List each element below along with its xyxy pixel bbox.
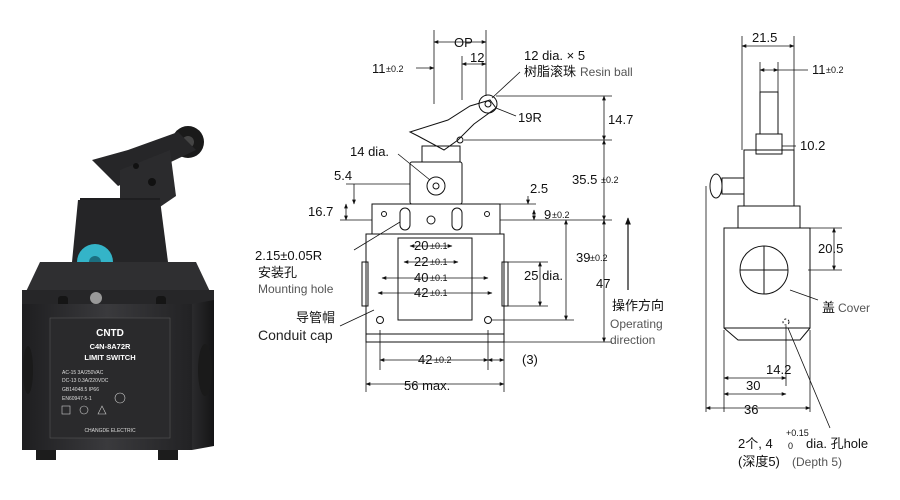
front-view bbox=[339, 30, 631, 392]
hole-cn: 安装孔 bbox=[258, 265, 297, 280]
tol-22: ±0.1 bbox=[430, 257, 447, 267]
mounting-hole-right bbox=[484, 316, 492, 324]
side-body bbox=[723, 227, 811, 329]
dir-cn: 操作方向 bbox=[612, 298, 664, 313]
depth-cn: (深度5) bbox=[738, 454, 780, 469]
product-photo: CNTD C4N-8A72R LIMIT SWITCH AC-15 3A/250… bbox=[22, 126, 214, 460]
spec-line-4: EN60947-5-1 bbox=[62, 396, 92, 402]
side-lever bbox=[759, 91, 779, 135]
dim-12: 12 bbox=[470, 50, 484, 65]
dim-35-5: 35.5 bbox=[572, 172, 597, 187]
tol-42b: ±0.2 bbox=[434, 355, 451, 365]
dim-47: 47 bbox=[596, 276, 610, 291]
dim-56: 56 max. bbox=[404, 378, 450, 393]
dia-14: 14 dia. bbox=[350, 144, 389, 159]
dim-21-5: 21.5 bbox=[752, 30, 777, 45]
dim-14-2: 14.2 bbox=[766, 362, 791, 377]
tol-9: ±0.2 bbox=[552, 210, 569, 220]
warning-symbol-icon bbox=[97, 405, 107, 415]
tol-20: ±0.1 bbox=[430, 241, 447, 251]
spec-line-2: DC-13 0.3A/220VDC bbox=[62, 378, 109, 384]
side-hole bbox=[782, 318, 790, 326]
model-text: C4N-8A72R bbox=[90, 342, 131, 351]
side-dim-11: 11 bbox=[812, 62, 826, 77]
hole-tol-up: +0.15 bbox=[786, 428, 809, 438]
dim-42: 42 bbox=[414, 285, 428, 300]
cover-cn: 盖 bbox=[822, 300, 835, 315]
side-plunger bbox=[709, 173, 745, 199]
side-view-labels: 21.5 11 ±0.2 10.2 20.5 盖 Cover 14.2 30 3… bbox=[738, 30, 870, 469]
spec-line-3: GB14048.5 IP66 bbox=[62, 387, 99, 393]
product-label: CNTD C4N-8A72R LIMIT SWITCH AC-15 3A/250… bbox=[49, 317, 171, 439]
ground-symbol-icon bbox=[61, 405, 71, 415]
dim-39: 39 bbox=[576, 250, 590, 265]
dir-en-1: Operating bbox=[610, 317, 663, 331]
dir-en-2: direction bbox=[610, 333, 655, 347]
tol-11: ±0.2 bbox=[386, 64, 403, 74]
ball-cn: 树脂滚珠 bbox=[524, 64, 576, 79]
tol-39: ±0.2 bbox=[590, 253, 607, 263]
shaft-drawing bbox=[426, 176, 446, 196]
dia-25: 25 dia. bbox=[524, 268, 563, 283]
hole-label: 2.15±0.05R bbox=[255, 248, 322, 263]
tol-42: ±0.1 bbox=[430, 288, 447, 298]
depth-en: (Depth 5) bbox=[792, 455, 842, 469]
dim-10-2: 10.2 bbox=[800, 138, 825, 153]
cap-cn: 导管帽 bbox=[296, 310, 335, 325]
dim-op: OP bbox=[454, 35, 473, 50]
dim-20-5: 20.5 bbox=[818, 241, 843, 256]
screw-icon bbox=[90, 292, 102, 304]
hole-prefix: 2个, 4 bbox=[738, 436, 773, 451]
dim-30: 30 bbox=[746, 378, 760, 393]
dim-36: 36 bbox=[744, 402, 758, 417]
cover-en: Cover bbox=[838, 301, 870, 315]
radius-19: 19R bbox=[518, 110, 542, 125]
tol-40: ±0.1 bbox=[430, 273, 447, 283]
hole-suffix: dia. 孔hole bbox=[806, 436, 868, 451]
brand-text: CNTD bbox=[96, 328, 124, 339]
ball-label: 12 dia. × 5 bbox=[524, 48, 585, 63]
dim-3: (3) bbox=[522, 352, 538, 367]
minus-symbol-icon bbox=[79, 405, 89, 415]
dim-9: 9 bbox=[544, 207, 551, 222]
dim-40: 40 bbox=[414, 270, 428, 285]
cap-en: Conduit cap bbox=[258, 327, 333, 343]
side-view bbox=[705, 36, 842, 429]
dim-14-7: 14.7 bbox=[608, 112, 633, 127]
dim-16-7: 16.7 bbox=[308, 204, 333, 219]
body-outline bbox=[365, 233, 505, 335]
dim-22: 22 bbox=[414, 254, 428, 269]
type-text: LIMIT SWITCH bbox=[84, 353, 135, 362]
dim-2-5: 2.5 bbox=[530, 181, 548, 196]
dim-11: 11 bbox=[372, 61, 386, 76]
maker-text: CHANGDE ELECTRIC bbox=[84, 428, 136, 434]
dim-5-4: 5.4 bbox=[334, 168, 352, 183]
dim-20: 20 bbox=[414, 238, 428, 253]
lever-outline bbox=[408, 99, 497, 151]
tol-35-5: ±0.2 bbox=[601, 175, 618, 185]
resin-ball-drawing bbox=[478, 94, 498, 114]
hole-tol-lo: 0 bbox=[788, 441, 793, 451]
mounting-hole-left bbox=[376, 316, 384, 324]
hole-en: Mounting hole bbox=[258, 282, 334, 296]
ccc-mark-icon bbox=[114, 392, 126, 404]
side-head bbox=[743, 149, 795, 207]
ball-en: Resin ball bbox=[580, 65, 633, 79]
mounting-plate bbox=[371, 203, 501, 235]
dim-42b: 42 bbox=[418, 352, 432, 367]
front-view-labels: OP 12 11 ±0.2 12 dia. × 5 树脂滚珠 Resin bal… bbox=[255, 35, 664, 393]
spec-line-1: AC-15 3A/250VAC bbox=[62, 370, 104, 376]
side-tol-11: ±0.2 bbox=[826, 65, 843, 75]
